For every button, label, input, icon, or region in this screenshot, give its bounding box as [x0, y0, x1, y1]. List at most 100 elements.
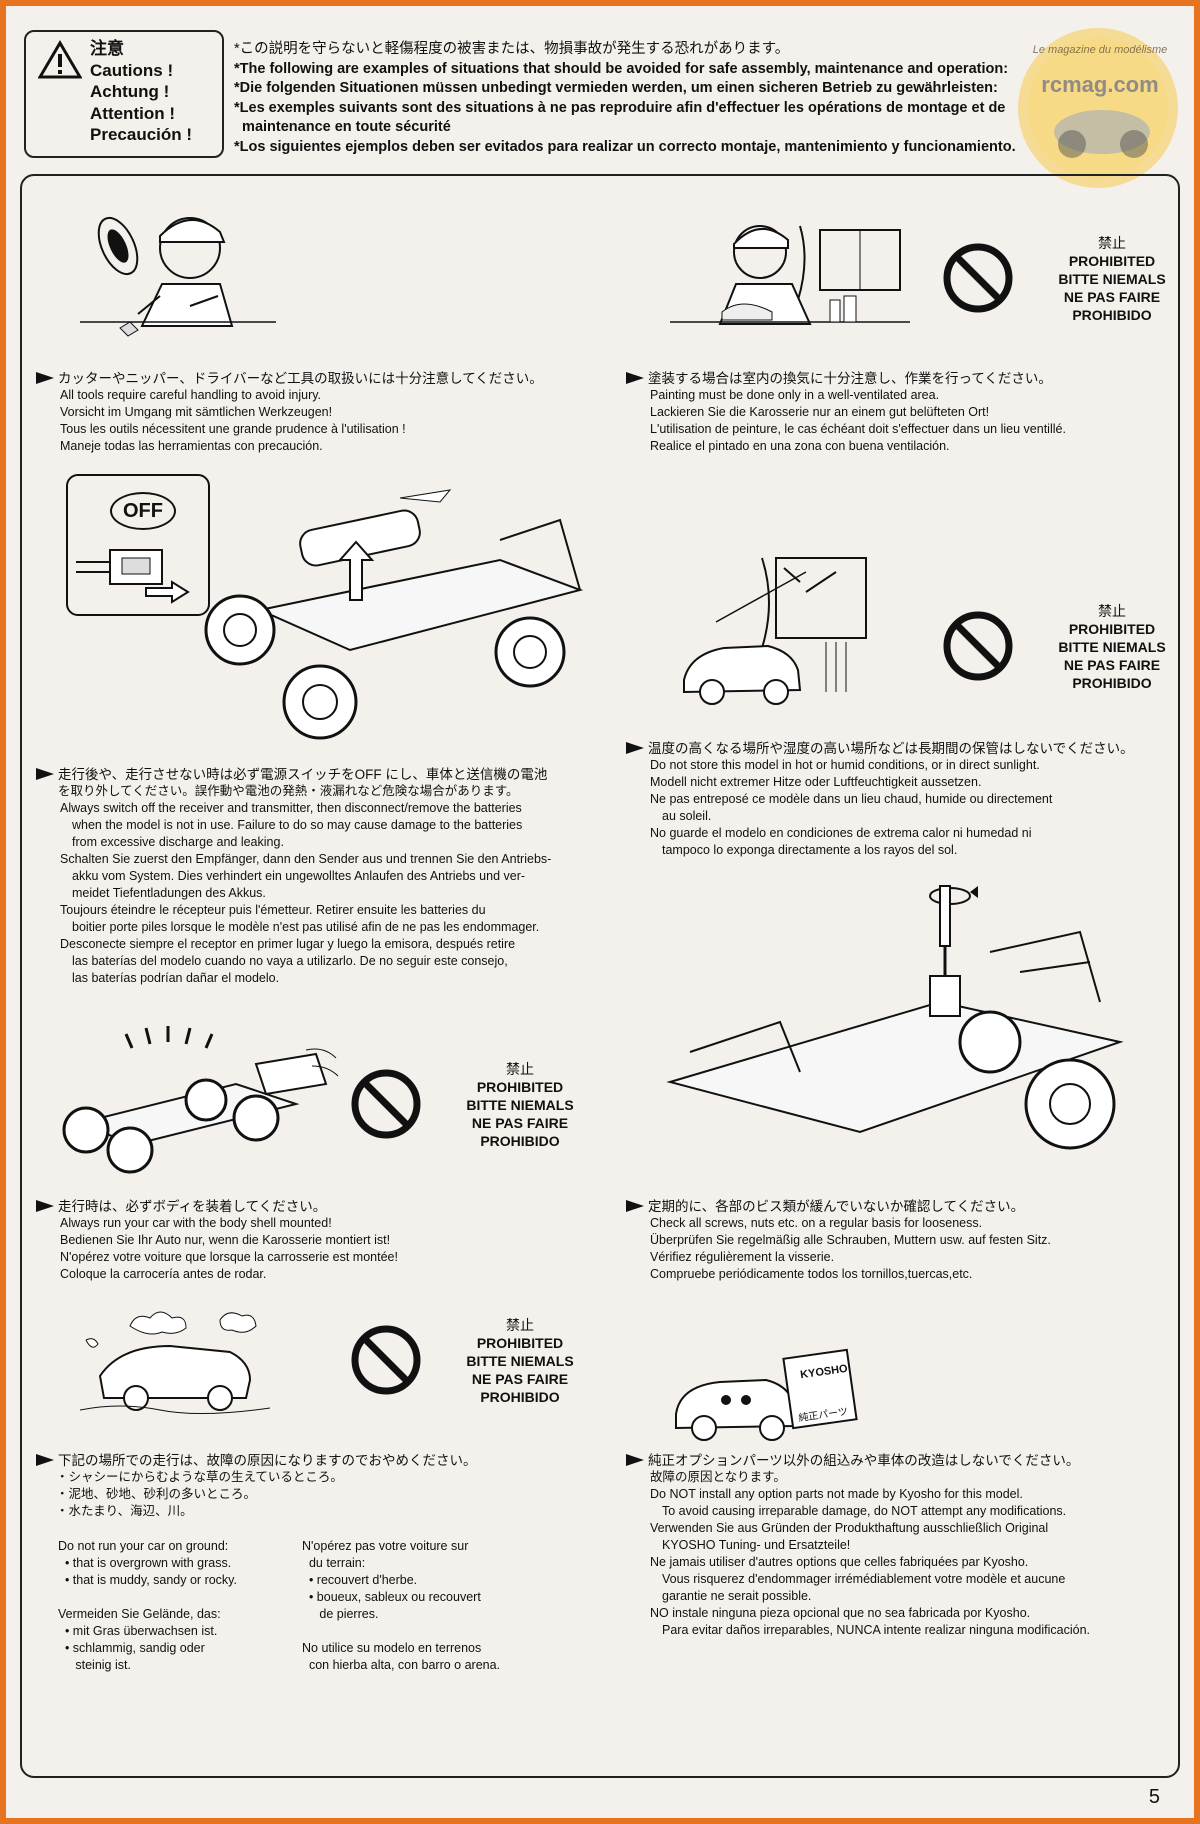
arrow-icon: [36, 768, 54, 780]
paint-line: Lackieren Sie die Karosserie nur an eine…: [650, 405, 990, 419]
prohibited-en: PROHIBITED: [1068, 621, 1156, 637]
ground-col1-line: Do not run your car on ground:: [58, 1539, 229, 1553]
storage-section: 温度の高くなる場所や湿度の高い場所などは長期間の保管はしないでください。 Do …: [626, 740, 1166, 859]
prohibited-de: BITTE NIEMALS: [466, 1097, 574, 1113]
prohibited-es: PROHIBIDO: [480, 1133, 560, 1149]
body-shell-line: Coloque la carrocería antes de rodar.: [60, 1267, 267, 1281]
storage-line: No guarde el modelo en condiciones de ex…: [650, 826, 1032, 840]
ground-col1-line: • mit Gras überwachsen ist.: [58, 1624, 218, 1638]
ground-column-2: N'opérez pas votre voiture sur du terrai…: [302, 1538, 602, 1674]
ground-section: 下記の場所での走行は、故障の原因になりますのでおやめください。 ・シャシーにから…: [36, 1452, 616, 1520]
prohibited-jp: 禁止: [506, 1061, 534, 1077]
tools-illustration: [80, 216, 276, 337]
ground-col2-line: No utilice su modelo en terrenos: [302, 1641, 482, 1655]
options-line: garantie ne serait possible.: [662, 1589, 812, 1603]
arrow-icon: [626, 1454, 644, 1466]
options-heading-2: 故障の原因となります。: [650, 1470, 786, 1484]
prohibited-icon: [943, 243, 1013, 313]
prohibited-notice: 禁止 PROHIBITED BITTE NIEMALS NE PAS FAIRE…: [350, 1316, 610, 1412]
car-mascot-icon: [675, 1348, 858, 1441]
tools-heading: カッターやニッパー、ドライバーなど工具の取扱いには十分注意してください。: [58, 371, 543, 386]
tools-line: Maneje todas las herramientas con precau…: [60, 439, 323, 453]
genuine-parts-illustration: KYOSHO 純正パーツ: [670, 1326, 870, 1446]
body-shell-heading: 走行時は、必ずボディを装着してください。: [58, 1199, 327, 1214]
rough-terrain-illustration: [80, 1311, 271, 1415]
options-line: KYOSHO Tuning- und Ersatzteile!: [662, 1538, 851, 1552]
painting-illustration: [670, 225, 910, 325]
ground-col1-line: steinig ist.: [58, 1658, 131, 1672]
caution-jp: 注意: [90, 39, 124, 58]
storage-line: tampoco lo exponga directamente a los ra…: [662, 843, 958, 857]
ground-col1-line: • that is overgrown with grass.: [58, 1556, 232, 1570]
switch-off-heading-2: を取り外してください。誤作動や電池の発熱・液漏れなど危険な場合があります。: [58, 784, 519, 798]
off-switch-callout: OFF: [66, 474, 210, 616]
ground-col2-line: con hierba alta, con barro o arena.: [302, 1658, 501, 1672]
prohibited-fr: NE PAS FAIRE: [471, 1371, 569, 1387]
prohibited-fr: NE PAS FAIRE: [1063, 657, 1161, 673]
ground-col2-line: • recouvert d'herbe.: [302, 1573, 418, 1587]
prohibited-de: BITTE NIEMALS: [1058, 271, 1166, 287]
ground-jp-item: ・シャシーにからむような草の生えているところ。: [56, 1470, 343, 1484]
page-number: 5: [1148, 1786, 1160, 1808]
prohibited-jp: 禁止: [506, 1317, 534, 1333]
arrow-icon: [626, 1200, 644, 1212]
caution-fr: Attention !: [90, 103, 175, 123]
ground-col2-line: du terrain:: [302, 1556, 366, 1570]
sunlight-car-illustration: [683, 557, 867, 705]
switch-off-line: las baterías podrían dañar el modelo.: [72, 971, 280, 985]
switch-off-line: Schalten Sie zuerst den Empfänger, dann …: [60, 852, 552, 866]
storage-line: Modell nicht extremer Hitze oder Luftfeu…: [650, 775, 982, 789]
body-shell-line: Always run your car with the body shell …: [60, 1216, 332, 1230]
prohibited-es: PROHIBIDO: [1072, 307, 1152, 323]
switch-off-line: meidet Tiefentladungen des Akkus.: [72, 886, 266, 900]
options-line: Vous risquerez d'endommager irrémédiable…: [662, 1572, 1066, 1586]
options-line: Ne jamais utiliser d'autres options que …: [650, 1555, 1029, 1569]
screws-heading: 定期的に、各部のビス類が緩んでいないか確認してください。: [648, 1199, 1025, 1214]
paint-heading: 塗装する場合は室内の換気に十分注意し、作業を行ってください。: [648, 371, 1052, 386]
screws-line: Überprüfen Sie regelmäßig alle Schrauben…: [650, 1233, 1051, 1247]
tools-line: Tous les outils nécessitent une grande p…: [60, 422, 406, 436]
header-line: *この説明を守らないと軽傷程度の被害または、物損事故が発生する恐れがあります。: [234, 41, 790, 57]
ground-col2-line: de pierres.: [302, 1607, 379, 1621]
prohibited-icon: [943, 611, 1013, 681]
storage-heading: 温度の高くなる場所や湿度の高い場所などは長期間の保管はしないでください。: [648, 741, 1134, 756]
switch-off-line: when the model is not in use. Failure to…: [72, 818, 523, 832]
prohibited-en: PROHIBITED: [1068, 253, 1156, 269]
switch-off-line: las baterías del modelo cuando no vaya a…: [72, 954, 508, 968]
tools-line: Vorsicht im Umgang mit sämtlichen Werkze…: [60, 405, 333, 419]
screws-line: Check all screws, nuts etc. on a regular…: [650, 1216, 983, 1230]
switch-off-line: boitier porte piles lorsque le modèle n'…: [72, 920, 540, 934]
switch-off-section: 走行後や、走行させない時は必ず電源スイッチをOFF にし、車体と送信機の電池 を…: [36, 766, 616, 987]
prohibited-en: PROHIBITED: [476, 1079, 564, 1095]
off-bubble: OFF: [110, 492, 176, 530]
prohibited-icon: [351, 1069, 421, 1139]
options-line: Verwenden Sie aus Gründen der Produkthaf…: [650, 1521, 1049, 1535]
caution-es: Precaución !: [90, 125, 193, 144]
prohibited-fr: NE PAS FAIRE: [1063, 289, 1161, 305]
options-line: Para evitar daños irreparables, NUNCA in…: [662, 1623, 1090, 1637]
prohibited-en: PROHIBITED: [476, 1335, 564, 1351]
header-text: *この説明を守らないと軽傷程度の被害または、物損事故が発生する恐れがあります。 …: [234, 40, 1114, 157]
switch-off-line: akku vom System. Dies verhindert ein ung…: [72, 869, 526, 883]
ground-jp-item: ・泥地、砂地、砂利の多いところ。: [56, 1487, 257, 1501]
tools-section: カッターやニッパー、ドライバーなど工具の取扱いには十分注意してください。 All…: [36, 370, 596, 455]
header-line: *Los siguientes ejemplos deben ser evita…: [234, 138, 1016, 155]
ground-col2-line: N'opérez pas votre voiture sur: [302, 1539, 469, 1553]
body-shell-line: N'opérez votre voiture que lorsque la ca…: [60, 1250, 398, 1264]
ground-heading: 下記の場所での走行は、故障の原因になりますのでおやめください。: [58, 1453, 477, 1468]
ground-col1-line: • that is muddy, sandy or rocky.: [58, 1573, 237, 1587]
arrow-icon: [626, 372, 644, 384]
switch-off-line: from excessive discharge and leaking.: [72, 835, 284, 849]
ground-col2-line: [302, 1623, 602, 1640]
prohibited-jp: 禁止: [1098, 603, 1126, 619]
prohibited-es: PROHIBIDO: [480, 1389, 560, 1405]
arrow-icon: [36, 1454, 54, 1466]
screws-line: Compruebe periódicamente todos los torni…: [650, 1267, 973, 1281]
paint-section: 塗装する場合は室内の換気に十分注意し、作業を行ってください。 Painting …: [626, 370, 1166, 455]
running-chassis-illustration: [62, 1026, 339, 1174]
switch-off-heading: 走行後や、走行させない時は必ず電源スイッチをOFF にし、車体と送信機の電池: [58, 767, 548, 782]
logo-main-text: rcmag.com: [1041, 72, 1159, 97]
prohibited-de: BITTE NIEMALS: [1058, 639, 1166, 655]
prohibited-es: PROHIBIDO: [1072, 675, 1152, 691]
